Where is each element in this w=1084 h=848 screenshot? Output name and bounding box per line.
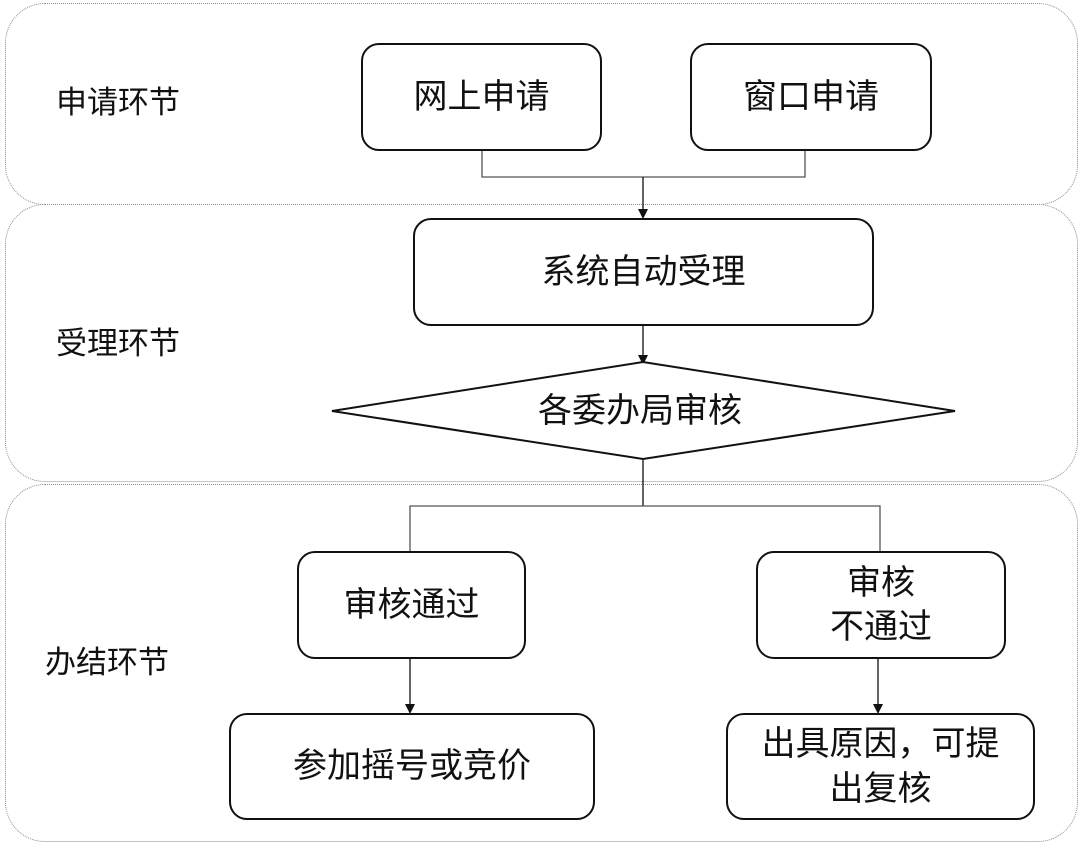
node-online-apply: 网上申请 xyxy=(361,43,602,151)
node-window-apply: 窗口申请 xyxy=(690,43,932,151)
node-reason-label: 出具原因，可提 出复核 xyxy=(761,724,1000,809)
node-fail: 审核 不通过 xyxy=(756,551,1006,659)
lane-label-apply: 申请环节 xyxy=(56,85,180,121)
node-fail-label: 审核 不通过 xyxy=(830,562,932,647)
node-auto-accept: 系统自动受理 xyxy=(413,218,874,326)
lane-label-accept: 受理环节 xyxy=(56,326,180,362)
node-reason: 出具原因，可提 出复核 xyxy=(726,713,1035,820)
node-window-apply-label: 窗口申请 xyxy=(743,76,879,117)
node-auto-accept-label: 系统自动受理 xyxy=(541,251,746,292)
review-diamond-label: 各委办局审核 xyxy=(538,391,742,431)
node-pass: 审核通过 xyxy=(297,551,526,659)
node-lottery: 参加摇号或竞价 xyxy=(229,713,595,820)
node-lottery-label: 参加摇号或竞价 xyxy=(293,746,531,787)
lane-label-complete: 办结环节 xyxy=(45,645,169,681)
node-online-apply-label: 网上申请 xyxy=(413,76,550,117)
node-pass-label: 审核通过 xyxy=(343,584,480,625)
